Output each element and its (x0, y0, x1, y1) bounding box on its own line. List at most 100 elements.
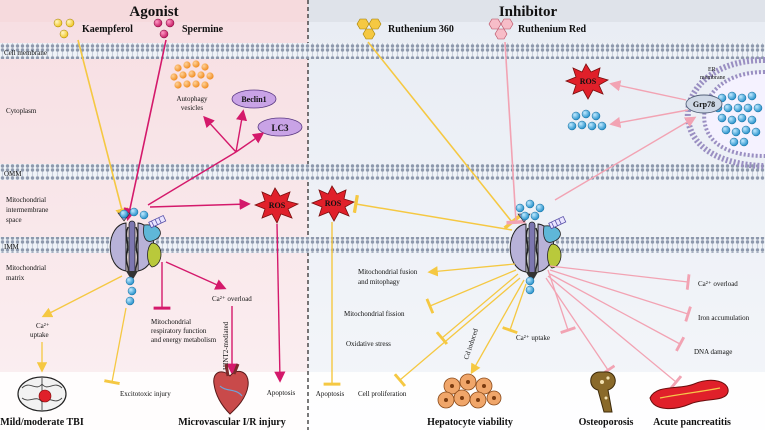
ros-burst-left (310, 185, 356, 222)
ca-uptake-label-2: uptake (30, 331, 49, 339)
iron-label: Iron accumulation (698, 314, 750, 322)
cytoplasm-label: Cytoplasm (6, 107, 37, 115)
ca-uptake-label-1: Ca²⁺ (36, 322, 50, 330)
spermine-icon (153, 18, 175, 39)
fission-inhibit-line (425, 269, 517, 314)
ims-label-3: space (6, 216, 22, 224)
osteoporosis-label: Osteoporosis (579, 417, 634, 428)
kaempferol-label: Kaempferol (82, 24, 133, 35)
autophagy-label-2: vesicles (181, 104, 203, 112)
proliferation-inhibit-line (393, 277, 521, 387)
ca-overload-inhibitor-label: Ca²⁺ overload (698, 280, 738, 288)
cell-membrane (0, 43, 765, 59)
to-ca-uptake-arrow (41, 275, 123, 318)
brain-icon (17, 376, 67, 412)
apoptosis-agonist-label: Apoptosis (267, 389, 296, 397)
ros-agonist-label: ROS (269, 201, 286, 210)
pancreas-icon (649, 379, 729, 409)
hepatocyte-icon (437, 373, 502, 409)
hint2-label: HINT2-mediated (222, 321, 230, 370)
ims-label-1: Mitochondrial (6, 196, 46, 204)
ca-overload-agonist-label: Ca²⁺ overload (212, 295, 252, 303)
oxidative-inhibit-line (435, 273, 519, 345)
excitotoxic-inhibit-line (104, 307, 127, 385)
to-ca-overload-arrow (165, 261, 227, 290)
to-ros-arrow (149, 198, 251, 210)
inner-mitochondrial-membrane (0, 237, 765, 253)
ros-top-label: ROS (580, 77, 597, 86)
to-lc3-arrow (235, 132, 265, 153)
pancreatitis-label: Acute pancreatitis (653, 417, 731, 428)
kaempferol-icon (53, 18, 75, 39)
microvascular-label: Microvascular I/R injury (178, 417, 285, 428)
ruthenium-red-label: Ruthenium Red (518, 24, 587, 35)
imm-label: IMM (4, 243, 20, 251)
beclin1-label: Beclin1 (241, 95, 266, 104)
mcu-ros-inhibit-line (352, 194, 513, 231)
to-fusion-arrow (427, 263, 516, 277)
respiratory-label-1: Mitochondrial (151, 318, 191, 326)
hepatocyte-label: Hepatocyte viability (427, 417, 513, 428)
grp78-label: Grp78 (693, 100, 715, 109)
bone-icon (590, 371, 616, 413)
pancreatitis-inhibit-line (547, 275, 683, 390)
tbi-label: Mild/moderate TBI (0, 417, 84, 428)
fission-label: Mitochondrial fission (344, 310, 405, 318)
ruthenium-360-icon (356, 18, 382, 40)
ros-burst-agonist (253, 187, 300, 224)
ca-uptake-inhibit-line (502, 283, 527, 335)
osteoporosis-inhibit-line (545, 277, 616, 376)
ruthenium-360-label: Ruthenium 360 (388, 24, 454, 35)
ruthenium-red-inhibit-line (504, 41, 526, 225)
grp78-to-ions-arrow (609, 109, 689, 128)
matrix-label-2: matrix (6, 274, 25, 282)
lc3-node (257, 117, 303, 137)
inhibitor-header-band (308, 0, 765, 22)
proliferation-label: Cell proliferation (358, 390, 407, 398)
ros-to-apoptosis-arrow (274, 223, 286, 383)
inhibitor-panel (308, 22, 765, 430)
to-hepatocyte-arrow (470, 279, 525, 375)
er-label-1: ER (708, 67, 716, 73)
agonist-header-band (0, 0, 308, 22)
er-label-2: membrane (700, 75, 726, 81)
to-beclin1-arrow (235, 109, 248, 153)
fusion-label-2: and mitophagy (358, 278, 400, 286)
cell-membrane-label: Cell membrane (4, 49, 47, 57)
grp78-node (685, 94, 723, 114)
cross-inhibit-line (547, 269, 576, 334)
dna-label: DNA damage (694, 348, 732, 356)
kaempferol-activation-arrow (77, 39, 128, 222)
grp78-to-ros-arrow (609, 80, 687, 101)
ruthenium-360-inhibit-line (367, 41, 521, 230)
beclin1-node (231, 89, 277, 109)
respiratory-label-2: respiratory function (151, 327, 207, 335)
omm-label: OMM (4, 170, 22, 178)
oxidative-label: Oxidative stress (346, 340, 391, 348)
spermine-activation-arrow (123, 39, 167, 222)
inhibitor-title: Inhibitor (499, 4, 558, 20)
iron-inhibit-line (549, 269, 692, 322)
heart-icon (213, 363, 249, 415)
spermine-label: Spermine (182, 24, 224, 35)
outer-mitochondrial-membrane (0, 164, 765, 180)
to-vesicles-arrow (203, 115, 237, 153)
fusion-label-1: Mitochondrial fusion (358, 268, 418, 276)
mcu-to-grp78-arrow (554, 116, 697, 201)
excitotoxic-label: Excitotoxic injury (120, 390, 171, 398)
lc3-label: LC3 (271, 123, 289, 133)
respiratory-label-3: and energy metabolism (151, 336, 217, 344)
dna-inhibit-line (549, 273, 686, 352)
ruthenium-red-icon (488, 18, 514, 40)
ca-overload-inhibit-line (549, 265, 691, 290)
autophagy-label-1: Autophagy (176, 95, 208, 103)
ros-left-label: ROS (325, 199, 342, 208)
agonist-title: Agonist (129, 4, 178, 20)
ca-uptake-inhibitor-label: Ca²⁺ uptake (516, 334, 550, 342)
matrix-label-1: Mitochondrial (6, 264, 46, 272)
autophagy-vesicles-icon (170, 60, 214, 89)
autophagy-trunk-line (147, 151, 237, 206)
ims-label-2: intermembrane (6, 206, 48, 214)
